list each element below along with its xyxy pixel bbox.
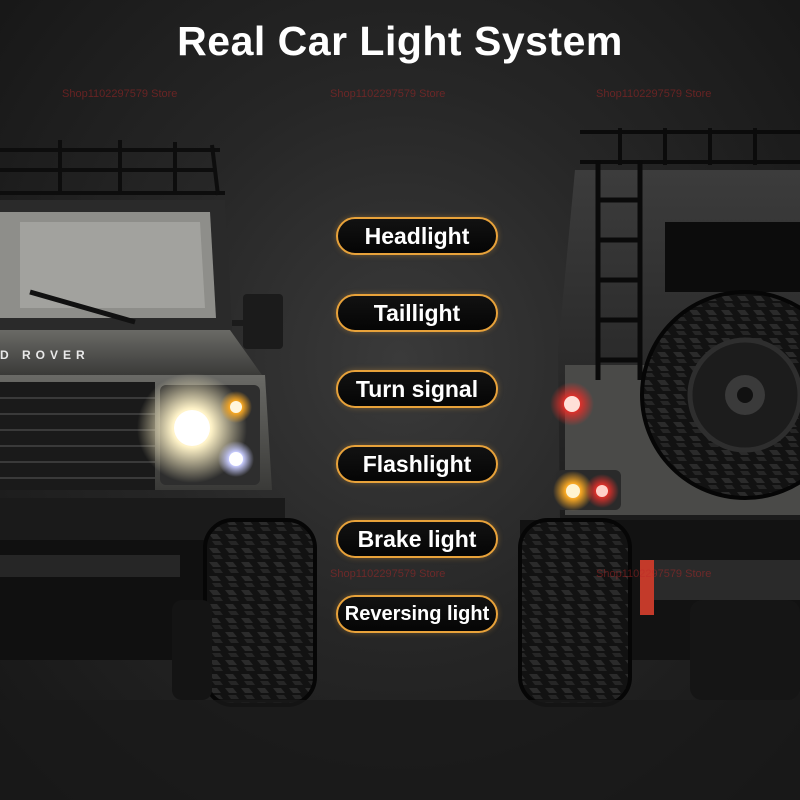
feature-label-flashlight: Flashlight [336,445,498,483]
rear-window [665,222,800,292]
front-roof-rack [0,140,225,196]
feature-label-turn-signal: Turn signal [336,370,498,408]
front-vehicle [0,140,317,707]
front-tyre [205,520,315,705]
page-title: Real Car Light System [177,18,623,64]
rear-ladder [595,160,643,380]
shock-absorber [640,560,654,615]
feature-label-headlight: Headlight [336,217,498,255]
feature-label-taillight: Taillight [336,294,498,332]
watermark: Shop1102297579 Store [330,88,446,100]
watermark: Shop1102297579 Store [330,568,446,580]
rear-tyre [520,520,630,705]
rear-roof-rack [580,128,800,165]
hood [0,330,262,375]
side-mirror [243,294,283,349]
wiper [29,289,136,325]
feature-label-brake-light: Brake light [336,520,498,558]
watermark: Shop1102297579 Store [596,88,712,100]
grille [0,382,155,490]
watermark: Shop1102297579 Store [62,88,178,100]
rear-vehicle [518,128,800,707]
grille-badge: D ROVER [0,348,90,362]
feature-label-reversing-light: Reversing light [336,595,498,633]
watermark: Shop1102297579 Store [596,568,712,580]
